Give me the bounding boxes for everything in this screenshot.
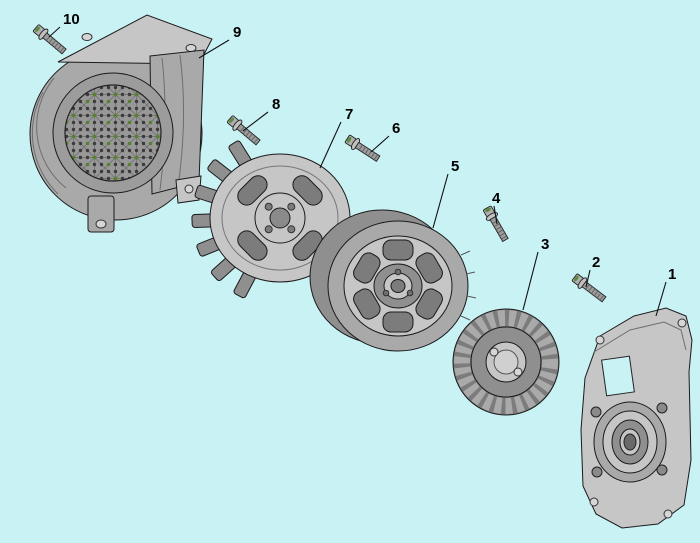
flywheel-slots: [353, 239, 443, 333]
cooling-fan-part: [191, 140, 351, 299]
leader-line-7: [319, 121, 342, 169]
leader-line-3: [522, 251, 539, 311]
leader-line-6: [370, 135, 390, 153]
flywheel-rim-ribs: [460, 250, 477, 321]
stator-part: [452, 308, 560, 416]
leader-line-4: [493, 205, 498, 225]
callout-7: 7: [345, 106, 353, 123]
flywheel-rotor-part: [309, 209, 477, 352]
callout-9: 9: [233, 24, 241, 41]
plate-rect-cutout: [601, 355, 635, 397]
callout-10: 10: [63, 11, 80, 28]
fan-slots: [237, 175, 323, 261]
leader-line-5: [432, 173, 449, 229]
leader-line-8: [242, 111, 269, 132]
callout-1: 1: [668, 266, 676, 283]
callout-3: 3: [541, 236, 549, 253]
fan-cover-mesh-grille: [64, 84, 162, 182]
leader-line-9: [198, 39, 230, 59]
leader-line-1: [655, 281, 667, 317]
callout-4: 4: [492, 190, 501, 207]
leader-line-2: [585, 269, 591, 288]
stator-teeth: [454, 310, 558, 414]
callout-8: 8: [272, 96, 280, 113]
leader-lines: [48, 26, 667, 317]
callout-numbers: 10 9 8 7 6 5 4 3 2 1: [63, 11, 676, 283]
rear-plate-part: [580, 307, 693, 529]
callout-2: 2: [592, 254, 600, 271]
leader-line-10: [48, 26, 61, 38]
callout-5: 5: [451, 158, 459, 175]
fan-cover-part: [29, 14, 213, 233]
callout-6: 6: [392, 120, 400, 137]
